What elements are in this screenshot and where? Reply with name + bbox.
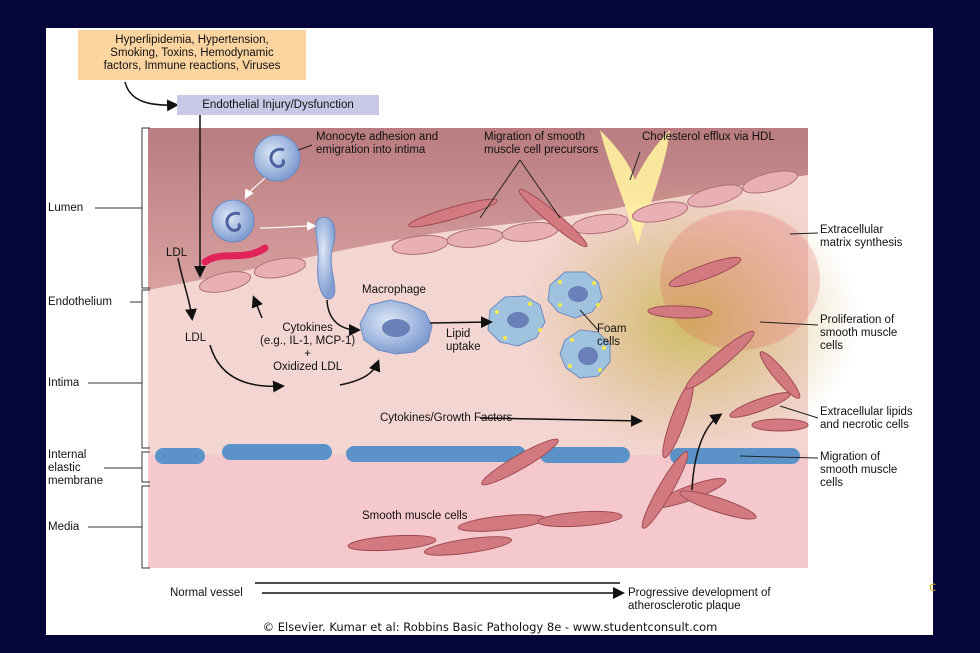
label-lumen: Lumen: [48, 202, 84, 214]
smooth-muscle-cells: [347, 188, 809, 556]
lipid-droplets: [495, 280, 606, 372]
label-media: Media: [48, 521, 80, 533]
label-lipid-uptake: Lipid uptake: [446, 328, 481, 353]
label-intima: Intima: [48, 377, 80, 389]
internal-elastic-membrane-bands: [155, 444, 800, 464]
label-endothelium: Endothelium: [48, 296, 112, 308]
monocyte-circulating: [253, 134, 301, 182]
foam-cells-group: [487, 271, 611, 379]
leader-lines: [297, 144, 819, 459]
annotation-arrows: [124, 81, 723, 599]
label-macrophage: Macrophage: [362, 284, 426, 296]
edge-mark: c: [929, 580, 937, 595]
label-normal-vessel: Normal vessel: [170, 587, 243, 599]
copyright-text: © Elsevier. Kumar et al: Robbins Basic P…: [262, 620, 718, 634]
endothelial-cells: [198, 170, 798, 293]
label-foam-cells: Foam cells: [597, 323, 627, 348]
monocyte-adhering: [211, 199, 255, 243]
endothelial-lesion: [201, 244, 269, 266]
label-smooth-muscle-cells: Smooth muscle cells: [362, 510, 468, 522]
label-progressive-development: Progressive development of atherosclerot…: [628, 587, 771, 612]
label-proliferation: Proliferation of smooth muscle cells: [820, 314, 898, 352]
label-extracellular-matrix: Extracellular matrix synthesis: [820, 224, 903, 249]
emigrating-monocyte: [315, 216, 336, 300]
risk-factors-box: Hyperlipidemia, Hypertension, Smoking, T…: [78, 30, 306, 80]
cholesterol-efflux-plume: [600, 130, 670, 245]
label-cytokines: Cytokines (e.g., IL-1, MCP-1) + Oxidized…: [260, 322, 356, 373]
label-monocyte-adhesion: Monocyte adhesion and emigration into in…: [316, 131, 439, 156]
label-ldl-lower: LDL: [185, 332, 207, 344]
label-extracellular-lipids: Extracellular lipids and necrotic cells: [820, 406, 913, 431]
endothelial-injury-box: Endothelial Injury/Dysfunction: [177, 95, 379, 115]
plaque-zone: [520, 180, 860, 460]
label-ldl-top: LDL: [166, 247, 188, 259]
label-migration-precursors: Migration of smooth muscle cell precurso…: [484, 131, 599, 156]
monocyte-arrows: [244, 177, 317, 231]
label-cholesterol-efflux: Cholesterol efflux via HDL: [642, 131, 775, 143]
label-internal-elastic-membrane: Internal elastic membrane: [48, 449, 103, 487]
layer-brackets: [88, 127, 150, 569]
media-layer: [148, 455, 808, 568]
macrophage-nucleus: [382, 319, 410, 337]
label-cytokines-growth-factors: Cytokines/Growth Factors: [380, 412, 513, 424]
label-migration-smooth-muscle: Migration of smooth muscle cells: [820, 451, 898, 489]
